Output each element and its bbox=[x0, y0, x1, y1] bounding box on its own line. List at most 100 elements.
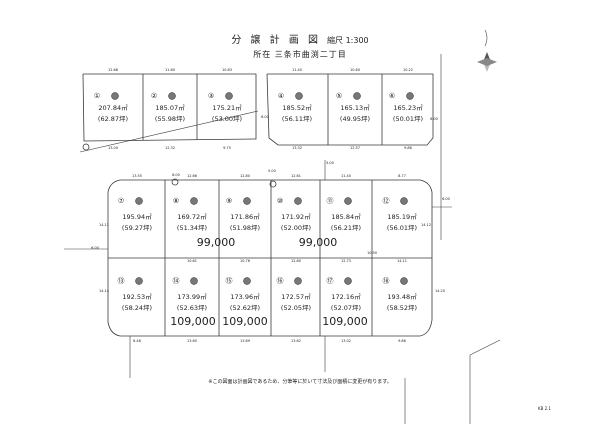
lot-tsubo: (51.34坪) bbox=[177, 224, 207, 232]
dimension-label: 6.00 bbox=[172, 173, 180, 177]
lot-area: 173.99㎡ bbox=[177, 292, 207, 301]
dimension-label: 13.69 bbox=[240, 339, 250, 343]
reference-point-icon bbox=[82, 143, 90, 151]
plan-title: 分 譲 計 画 図縮尺 1:300 bbox=[231, 35, 369, 46]
tree-icon bbox=[400, 197, 408, 205]
dimension-label: 12.60 bbox=[291, 259, 301, 263]
lot-number: ⑬ bbox=[118, 277, 125, 285]
tree-icon bbox=[406, 92, 414, 100]
dimension-label: 10.76 bbox=[240, 259, 250, 263]
lot-area: 185.52㎡ bbox=[282, 103, 312, 112]
dimension-label: 8.48 bbox=[133, 339, 141, 343]
lot-area: 171.92㎡ bbox=[281, 212, 311, 221]
tree-icon bbox=[190, 277, 198, 285]
lot-area: 185.84㎡ bbox=[331, 212, 361, 221]
tree-icon bbox=[243, 197, 251, 205]
tree-icon bbox=[294, 277, 302, 285]
lot-tsubo: (51.98坪) bbox=[230, 224, 260, 232]
tree-icon bbox=[400, 277, 408, 285]
lot-number: ⑧ bbox=[173, 197, 179, 205]
lot-number: ⑯ bbox=[277, 277, 284, 285]
lot-tsubo: (58.52坪) bbox=[387, 304, 417, 312]
reference-point-icon bbox=[171, 178, 179, 186]
lot-area: 172.57㎡ bbox=[281, 292, 311, 301]
lot-number: ⑱ bbox=[383, 277, 390, 285]
lot-tsubo: (58.24坪) bbox=[122, 304, 152, 312]
lot-number: ⑤ bbox=[336, 92, 342, 100]
lot-tsubo: (59.27坪) bbox=[122, 224, 152, 232]
lot-area: 171.86㎡ bbox=[230, 212, 260, 221]
dimension-label: 13.62 bbox=[291, 339, 301, 343]
dimension-label: 13.00 bbox=[108, 146, 118, 150]
plan-location: 所在 三条市曲渕二丁目 bbox=[253, 50, 347, 59]
lot-price: 99,000 bbox=[299, 236, 338, 249]
tree-icon bbox=[111, 92, 119, 100]
upper-block-right bbox=[266, 73, 434, 146]
tree-icon bbox=[294, 197, 302, 205]
upper-block-left bbox=[79, 73, 259, 153]
tree-icon bbox=[168, 92, 176, 100]
lot-area: 169.72㎡ bbox=[177, 212, 207, 221]
dimension-label: 14.11 bbox=[397, 259, 407, 263]
lot-number: ⑪ bbox=[327, 197, 334, 205]
dimension-label: 12.68 bbox=[108, 68, 118, 72]
doc-code: KB 2.1 bbox=[538, 406, 551, 411]
lot-area: 207.84㎡ bbox=[98, 103, 128, 112]
dimension-label: 10.22 bbox=[403, 68, 413, 72]
dimension-label: 11.40 bbox=[341, 174, 351, 178]
dimension-label: 12.32 bbox=[165, 146, 175, 150]
dimension-label: 6.00 bbox=[442, 197, 450, 201]
lot-area: 185.07㎡ bbox=[155, 103, 185, 112]
dimension-label: 11.40 bbox=[292, 68, 302, 72]
lot-tsubo: (62.87坪) bbox=[98, 115, 128, 123]
lower-block bbox=[107, 179, 433, 337]
lot-tsubo: (56.21坪) bbox=[331, 224, 361, 232]
plan-scale: 縮尺 1:300 bbox=[327, 36, 369, 45]
dimension-label: 12.66 bbox=[187, 174, 197, 178]
tree-icon bbox=[135, 277, 143, 285]
tree-icon bbox=[243, 277, 251, 285]
lot-tsubo: (56.11坪) bbox=[282, 115, 312, 123]
dimension-label: 9.86 bbox=[404, 146, 412, 150]
dimension-label: 9.75 bbox=[223, 146, 231, 150]
dimension-label: 9.86 bbox=[398, 339, 406, 343]
dimension-label: 5.00 bbox=[326, 161, 334, 165]
dimension-label: 10.63 bbox=[222, 68, 232, 72]
dimension-label: 14.12 bbox=[421, 223, 431, 227]
dimension-label: 14.20 bbox=[435, 289, 445, 293]
lot-number: ⑥ bbox=[389, 92, 395, 100]
lot-area: 165.23㎡ bbox=[393, 103, 423, 112]
dimension-label: 6.00 bbox=[430, 117, 438, 121]
lot-number: ⑰ bbox=[327, 277, 334, 285]
lot-area: 195.94㎡ bbox=[122, 212, 152, 221]
dimension-label: 14.14 bbox=[99, 289, 110, 293]
dimension-label: 13.65 bbox=[187, 339, 197, 343]
lot-area: 192.53㎡ bbox=[122, 292, 152, 301]
lot-number: ③ bbox=[208, 92, 214, 100]
lot-price: 99,000 bbox=[197, 236, 236, 249]
tree-icon bbox=[344, 277, 352, 285]
dimension-label: 12.80 bbox=[240, 174, 250, 178]
lot-number: ⑮ bbox=[226, 277, 233, 285]
tree-icon bbox=[225, 92, 233, 100]
dimension-label: 8.77 bbox=[398, 174, 406, 178]
lot-tsubo: (52.63坪) bbox=[177, 304, 207, 312]
dimension-label: 13.02 bbox=[341, 339, 351, 343]
dimension-label: 6.00 bbox=[261, 115, 269, 119]
lot-area: 172.16㎡ bbox=[331, 292, 361, 301]
dimension-label: 13.55 bbox=[132, 174, 142, 178]
lot-number: ⑫ bbox=[383, 197, 390, 205]
lot-number: ④ bbox=[278, 92, 284, 100]
lot-tsubo: (56.01坪) bbox=[387, 224, 417, 232]
lot-area: 193.48㎡ bbox=[387, 292, 417, 301]
dimension-label: 14.11 bbox=[99, 223, 109, 227]
lot-labels: ①207.84㎡(62.87坪)②185.07㎡(55.98坪)③175.21㎡… bbox=[91, 68, 450, 343]
lot-number: ⑭ bbox=[173, 277, 180, 285]
tree-icon bbox=[353, 92, 361, 100]
lot-tsubo: (52.07坪) bbox=[331, 304, 361, 312]
plan-note: ※この図面は計画図であるため、分筆等に於いて寸法及び面積に変更が有ります。 bbox=[208, 379, 392, 385]
lot-area: 175.21㎡ bbox=[212, 103, 242, 112]
north-arrow-icon bbox=[477, 29, 497, 72]
lot-number: ① bbox=[94, 92, 100, 100]
